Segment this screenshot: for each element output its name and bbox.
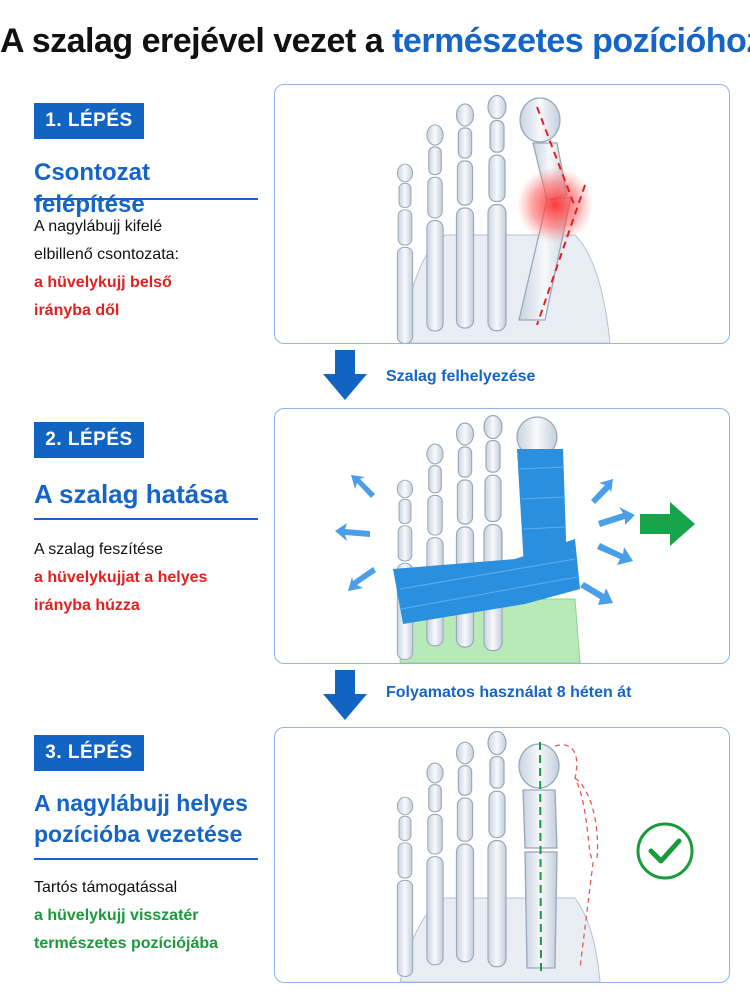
step-1-desc-line: A nagylábujj kifelé [34, 218, 163, 235]
step-3-desc-line: a hüvelykujj visszatér [34, 907, 199, 924]
toe-bone-group [426, 762, 444, 966]
step-1-illustration-panel [274, 84, 730, 344]
toe-bone-group [487, 730, 507, 968]
step-1-divider [34, 198, 258, 200]
step-2-badge: 2. LÉPÉS [34, 422, 144, 458]
step-1-description: A nagylábujj kifelé elbillenő csontozata… [34, 213, 264, 325]
step-1-title-line: Csontozat felépítése [34, 159, 150, 218]
big-toe-bone-group [518, 743, 560, 969]
step-3-divider [34, 858, 258, 860]
step-1-badge: 1. LÉPÉS [34, 103, 144, 139]
foot-skeleton-corrected-illustration [396, 730, 694, 982]
foot-skeleton-taped-illustration [335, 414, 695, 663]
step-2-illustration-panel [274, 408, 730, 664]
step-2-title-line: A szalag hatása [34, 479, 229, 509]
step-3-title-line: pozícióba vezetése [34, 821, 243, 847]
step-3-desc-line: természetes pozíciójába [34, 935, 219, 952]
toe-bone-group [396, 796, 414, 977]
transition-label: Szalag felhelyezése [386, 368, 536, 385]
step-2-title: A szalag hatása [34, 478, 259, 510]
toe-bone-group [455, 103, 475, 329]
arrow-down-icon [323, 350, 367, 400]
deviation-line [536, 106, 576, 208]
step-3-illustration-panel [274, 727, 730, 983]
toe-bone-group [396, 163, 414, 343]
direction-arrow-icon [640, 502, 695, 546]
step-3-title: A nagylábujj helyes pozícióba vezetése [34, 788, 259, 850]
step-2-desc-line: a hüvelykujjat a helyes [34, 569, 208, 586]
step-2-divider [34, 518, 258, 520]
step-3-badge: 3. LÉPÉS [34, 735, 144, 771]
step-1-title: Csontozat felépítése [34, 157, 259, 221]
step-1-desc-line: irányba dől [34, 302, 120, 319]
tension-arrow-icon [335, 475, 635, 605]
checkmark-icon [636, 822, 694, 880]
foot-skeleton-bunion-illustration [396, 94, 611, 343]
tape-band [393, 539, 580, 624]
toe-bone-group [483, 414, 503, 652]
headline-part1: A szalag erejével vezet a [0, 22, 393, 60]
headline-part2: természetes pozícióhoz. [392, 22, 750, 60]
page-headline: A szalag erejével vezet a természetes po… [0, 22, 750, 61]
step-3-desc-line: Tartós támogatással [34, 879, 178, 896]
toe-bone-group [455, 741, 475, 963]
step-2-desc-line: irányba húzza [34, 597, 140, 614]
step-1-desc-line: elbillenő csontozata: [34, 246, 179, 263]
step-1-desc-line: a hüvelykujj belső [34, 274, 172, 291]
transition-label: Folyamatos használat 8 héten át [386, 684, 632, 701]
previous-position-outline [554, 744, 594, 969]
step-2-description: A szalag feszítése a hüvelykujjat a hely… [34, 536, 264, 620]
step-2-desc-line: A szalag feszítése [34, 541, 163, 558]
arrow-down-icon [323, 670, 367, 720]
step-3-title-line: A nagylábujj helyes [34, 790, 248, 816]
toe-bone-group [487, 94, 507, 332]
toe-bone-group [426, 124, 444, 332]
inflammation-highlight [517, 167, 593, 243]
deviation-line [536, 184, 586, 326]
step-3-description: Tartós támogatással a hüvelykujj visszat… [34, 874, 264, 958]
